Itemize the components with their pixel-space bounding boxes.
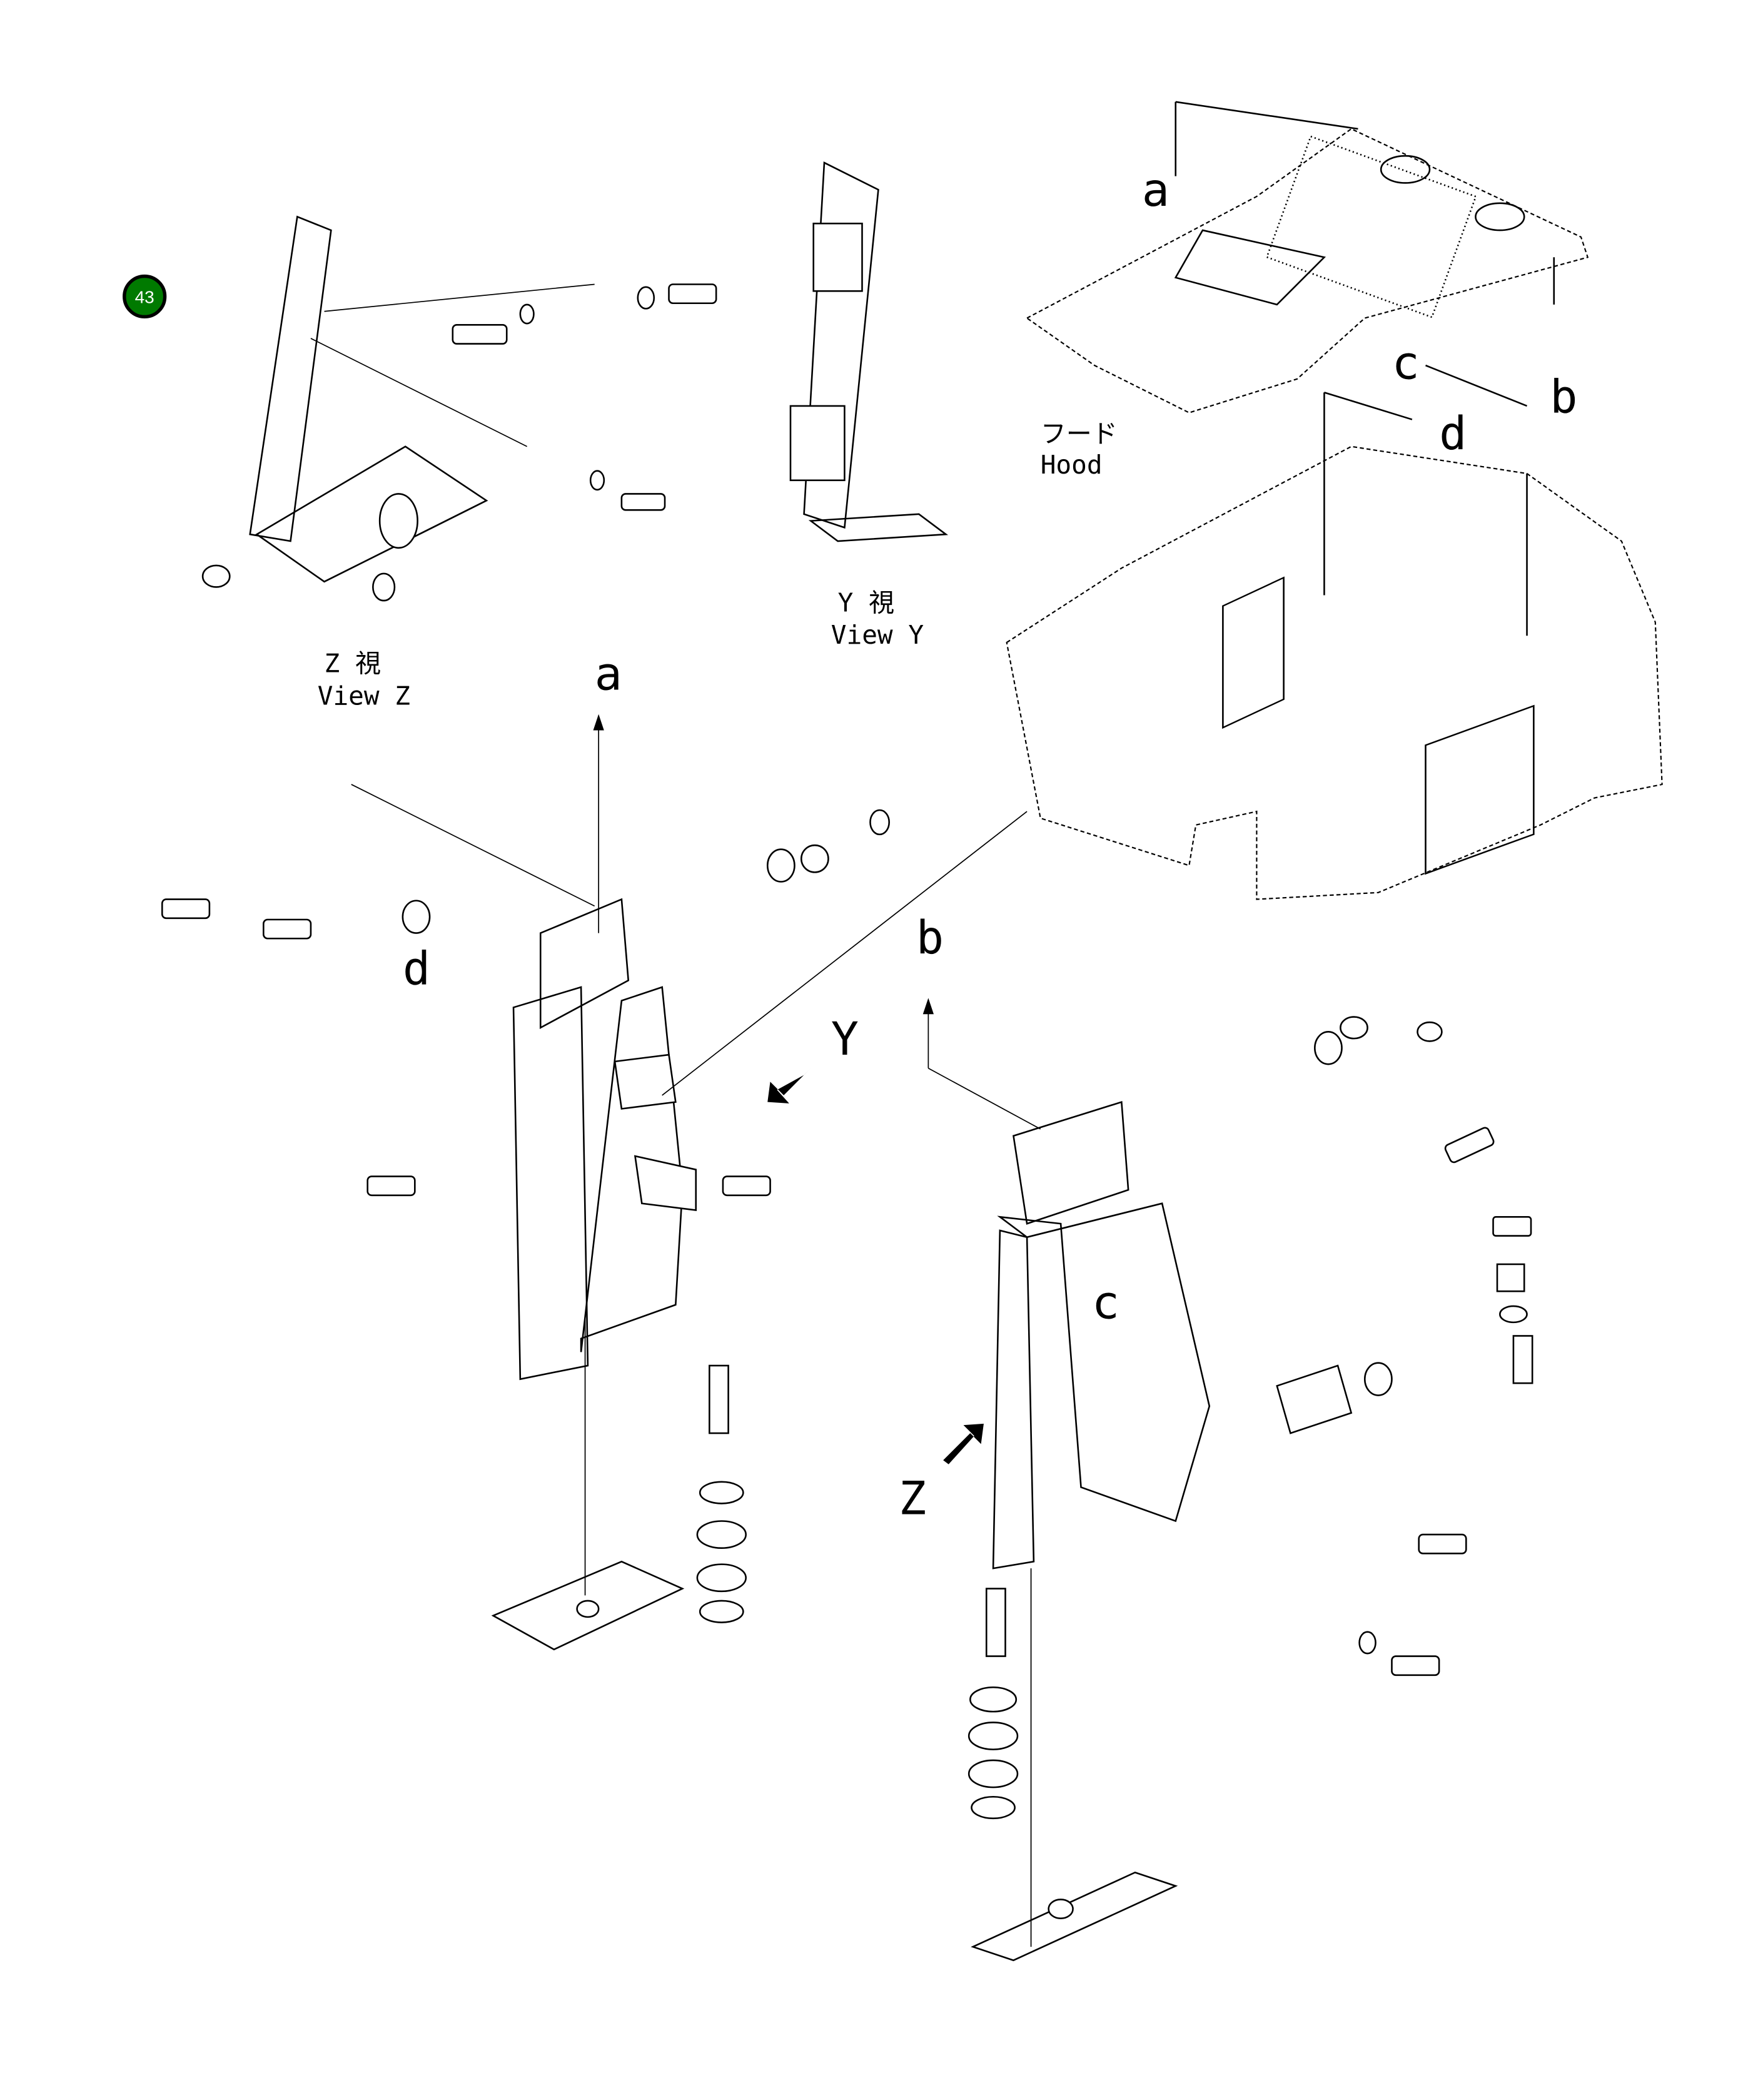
view-y-title-en: View Y [831,620,924,650]
label-a-mid: a [595,648,622,701]
hood-top-panel [1026,101,1589,413]
left-pillar-assembly [161,714,1028,1651]
label-view-z: Z [899,1473,926,1526]
label-d-top: d [1439,407,1467,460]
label-c-top: c [1392,337,1419,390]
view-y-detail [789,161,949,542]
label-b-mid: b [916,911,944,965]
view-y-title-jp: Y 視 [838,587,894,617]
view-z-detail [201,215,717,602]
view-z-title-jp: Z 視 [325,649,381,679]
view-y-arrow-icon [767,1068,811,1103]
label-b-top: b [1550,371,1577,424]
stacked-washers [696,1364,747,1623]
hood-label-en: Hood [1041,450,1103,480]
right-pillar-assembly [922,998,1533,1962]
hood-label-jp: フード [1041,418,1118,449]
hood-body [1006,364,1663,900]
view-z-arrow-icon [943,1423,984,1464]
item-number-badge: 43 [123,274,167,319]
label-a-top: a [1142,164,1169,217]
label-d-mid: d [403,943,430,996]
label-c-mid: c [1092,1276,1119,1329]
view-z-title-en: View Z [318,681,410,711]
badge-number: 43 [135,288,154,307]
label-view-y: Y [831,1013,859,1066]
